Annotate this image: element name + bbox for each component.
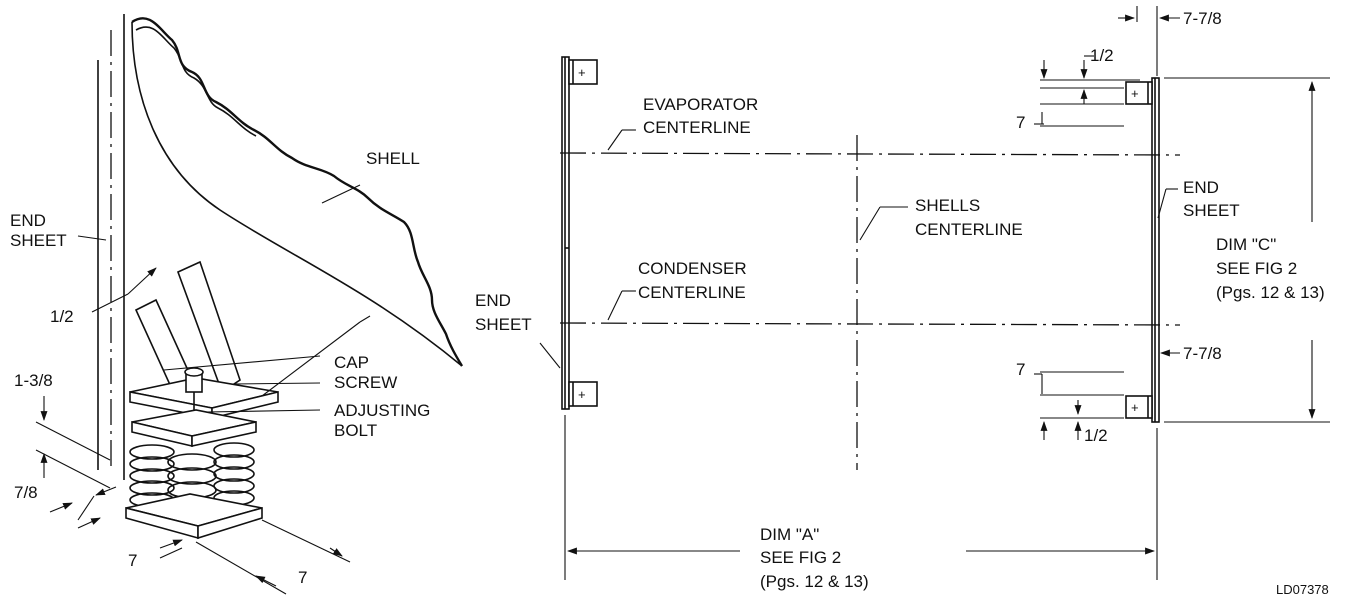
dim-top-half-label: 1/2 [1090,46,1114,65]
condenser-label-line2: CENTERLINE [638,283,746,302]
shells-label-line2: CENTERLINE [915,220,1023,239]
evaporator-label-line1: EVAPORATOR [643,95,758,114]
end-sheet-label-line2: SHEET [10,231,67,250]
plan-view: + + + + [475,6,1330,597]
dim-seven-side-label: 7 [298,568,307,587]
svg-text:+: + [1131,86,1139,101]
isolator-dimensions [35,184,371,595]
adjusting-bolt-label-line1: ADJUSTING [334,401,430,420]
dim-seven-eighths-label: 7/8 [14,483,38,502]
cap-screw-label-line1: CAP [334,353,369,372]
evaporator-centerline [559,152,1181,156]
dim-a-line2: SEE FIG 2 [760,548,841,567]
right-end-sheet-label-line2: SHEET [1183,201,1240,220]
svg-text:+: + [578,65,586,80]
left-end-sheet: + + [561,56,598,580]
cap-screw-label-line2: SCREW [334,373,397,392]
dim-a-line3: (Pgs. 12 & 13) [760,572,869,591]
dim-bottom-seven-label: 7 [1016,360,1025,379]
dim-c-line1: DIM "C" [1216,235,1276,254]
evaporator-label-line2: CENTERLINE [643,118,751,137]
condenser-centerline [559,322,1181,326]
right-end-sheet: + + [1125,6,1160,580]
shell-outline [131,17,464,367]
end-sheet-plate [97,14,125,480]
isolator-detail-view: SHELL END SHEET CAP SCREW ADJUSTING BOLT… [10,14,464,595]
dim-one-three-eighths-label: 1-3/8 [14,371,53,390]
cap-screw [184,367,204,420]
dim-a-line1: DIM "A" [760,525,819,544]
dim-bottom-offset-label: 7-7/8 [1183,344,1222,363]
svg-text:+: + [1131,400,1139,415]
dim-half-label: 1/2 [50,307,74,326]
centerlines [559,135,1181,470]
dim-top-offset-label: 7-7/8 [1183,9,1222,28]
condenser-label-line1: CONDENSER [638,259,747,278]
right-end-sheet-label-line1: END [1183,178,1219,197]
right-top-isolator-pad [1125,81,1153,105]
dim-c-line3: (Pgs. 12 & 13) [1216,283,1325,302]
dim-top-seven-label: 7 [1016,113,1025,132]
shells-label-line1: SHELLS [915,196,980,215]
dim-c-line2: SEE FIG 2 [1216,259,1297,278]
left-end-sheet-label-line1: END [475,291,511,310]
right-bottom-isolator-pad [1125,395,1153,419]
adjusting-bolt-label-line2: BOLT [334,421,377,440]
right-small-dimensions [1034,14,1180,440]
dim-seven-front-label: 7 [128,551,137,570]
plan-leaders [539,129,1178,369]
isolator-brackets [134,260,241,400]
end-sheet-label-line1: END [10,211,46,230]
dim-bottom-half-label: 1/2 [1084,426,1108,445]
dim-c-dimension [1164,77,1330,423]
spring-isolator [125,409,263,540]
left-end-sheet-label-line2: SHEET [475,315,532,334]
drawing-number: LD07378 [1276,582,1329,597]
svg-text:+: + [578,387,586,402]
shell-label: SHELL [366,149,420,168]
